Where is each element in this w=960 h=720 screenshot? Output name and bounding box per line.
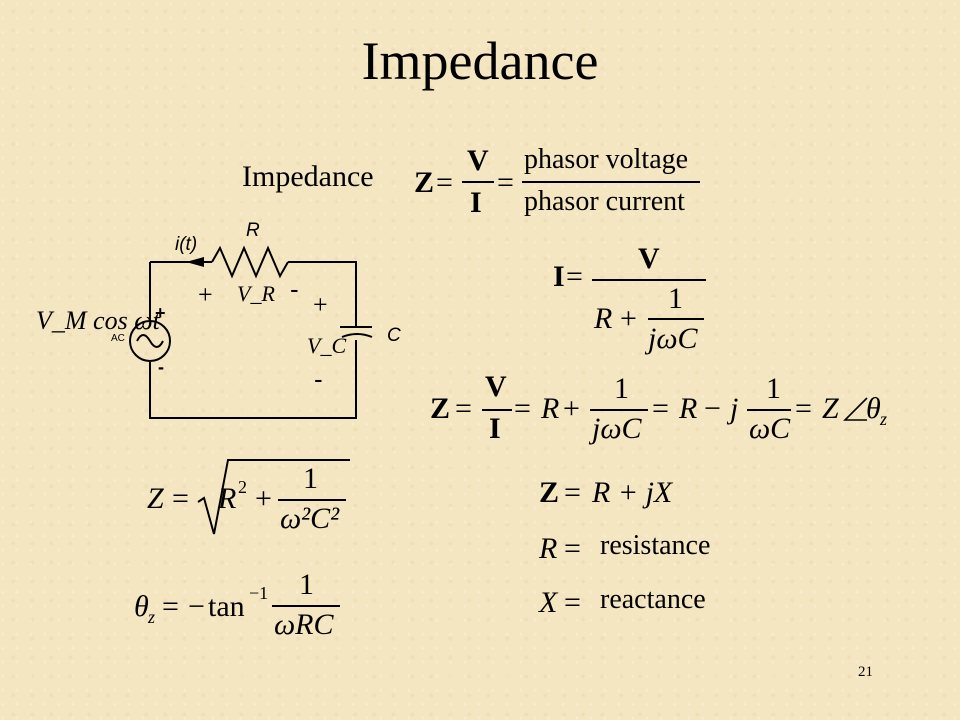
eq-cur-equals: =: [566, 260, 583, 293]
eq-exp-f1-num: 1: [614, 372, 629, 405]
eq-mag-r: R: [218, 482, 237, 515]
eq-cur-lhs: I: [553, 260, 565, 293]
impedance-label: Impedance: [242, 160, 374, 193]
eq-exp-eq3: =: [652, 392, 669, 425]
eq-cur-frac-line: [592, 279, 706, 281]
eq-mag-frac-line: [278, 499, 346, 501]
eq-exp-eq2: =: [514, 392, 531, 425]
eq-def-frac1-line: [462, 181, 494, 183]
vr-minus: -: [290, 274, 299, 304]
eq-ang-equals: =: [162, 590, 179, 623]
eq-def-equals: =: [436, 166, 453, 199]
eq-ang-exp: −1: [249, 583, 269, 603]
eq-exp-num: V: [485, 370, 507, 403]
angle-symbol-icon: [843, 397, 868, 421]
vr-plus: +: [198, 280, 213, 309]
page-number: 21: [858, 664, 873, 680]
source-plus: +: [155, 303, 166, 323]
eq-mag-lhs: Z: [147, 482, 164, 515]
eq-rdef-sym: R: [539, 532, 558, 565]
eq-def-den1: I: [470, 186, 482, 219]
vc-label: V_C: [307, 333, 347, 358]
eq-cur-den-den: jωC: [648, 322, 698, 355]
eq-mag-plus: +: [255, 482, 272, 515]
eq-exp-minus: −: [704, 392, 721, 425]
current-arrow: [186, 257, 204, 267]
eq-exp-f2-den: ωC: [749, 412, 791, 445]
eq-exp-f2-line: [747, 409, 791, 411]
wire-top-right: [288, 261, 357, 326]
eq-def-equals2: =: [497, 166, 514, 199]
eq-exp-lhs: Z: [430, 392, 451, 425]
eq-exp-j: j: [730, 392, 739, 425]
vc-minus: -: [314, 364, 323, 394]
eq-cur-num: V: [638, 242, 660, 275]
eq-rdef-equals: =: [564, 532, 581, 565]
source-tag: AC: [111, 333, 125, 344]
eq-exp-eq1: =: [455, 392, 472, 425]
eq-exp-f1-line: [590, 409, 648, 411]
eq-exp-r1: R: [541, 392, 560, 425]
eq-ang-den: ωRC: [274, 608, 334, 641]
eq-ang-sub: z: [148, 607, 156, 627]
eq-cur-den-plus: +: [620, 302, 637, 335]
eq-exp-eq4: =: [795, 392, 812, 425]
eq-ang-num: 1: [299, 568, 314, 601]
eq-cur-den-frac-line: [648, 318, 704, 320]
ac-wave: [136, 334, 164, 348]
eq-rect-equals: =: [564, 476, 581, 509]
eq-exp-frac-line: [482, 409, 512, 411]
eq-exp-den: I: [489, 412, 501, 445]
eq-xdef-word: reactance: [600, 584, 706, 615]
eq-ang-frac-line: [272, 605, 340, 607]
eq-cur-den-num: 1: [668, 282, 683, 315]
eq-rdef-word: resistance: [600, 530, 711, 561]
eq-def-num2: phasor voltage: [524, 144, 689, 175]
eq-mag-den: ω²C²: [280, 502, 340, 535]
eq-def-lhs: Z: [414, 166, 435, 199]
ac-source: [129, 320, 171, 362]
capacitor-plate-bottom: [341, 333, 373, 338]
eq-def-frac2-line: [522, 181, 700, 183]
eq-exp-f1-den: jωC: [592, 412, 642, 445]
vc-plus: +: [313, 290, 328, 319]
vr-label: V_R: [237, 281, 275, 306]
eq-xdef-sym: X: [539, 586, 558, 619]
eq-exp-theta: θ: [866, 392, 881, 425]
eq-exp-theta-sub: z: [880, 409, 888, 429]
resistor: [211, 245, 289, 279]
eq-exp-r2: R: [679, 392, 698, 425]
eq-cur-den-r: R: [594, 302, 613, 335]
eq-ang-func: tan: [208, 590, 245, 623]
resistor-label: R: [246, 220, 260, 241]
eq-exp-mag: Z: [822, 392, 839, 425]
square-root-icon: [197, 459, 350, 535]
eq-mag-num: 1: [303, 462, 318, 495]
eq-mag-equals: =: [172, 482, 189, 515]
capacitor-label: C: [387, 325, 401, 346]
eq-mag-r-exp: 2: [238, 477, 247, 497]
current-label: i(t): [175, 234, 198, 255]
eq-rect-lhs: Z: [539, 476, 560, 509]
wire-left-bottom: [149, 340, 357, 419]
eq-exp-f2-num: 1: [766, 372, 781, 405]
eq-def-den2: phasor current: [524, 186, 685, 217]
source-minus: -: [158, 357, 164, 377]
eq-exp-plus: +: [563, 392, 580, 425]
source-expression: V_M cos ωt: [36, 306, 160, 335]
eq-rect-rhs: R + jX: [592, 476, 673, 509]
eq-ang-theta: θ: [134, 590, 149, 623]
eq-def-num1: V: [467, 144, 489, 177]
eq-ang-minus: −: [188, 590, 205, 623]
eq-xdef-equals: =: [564, 586, 581, 619]
slide-title: Impedance: [361, 31, 599, 91]
